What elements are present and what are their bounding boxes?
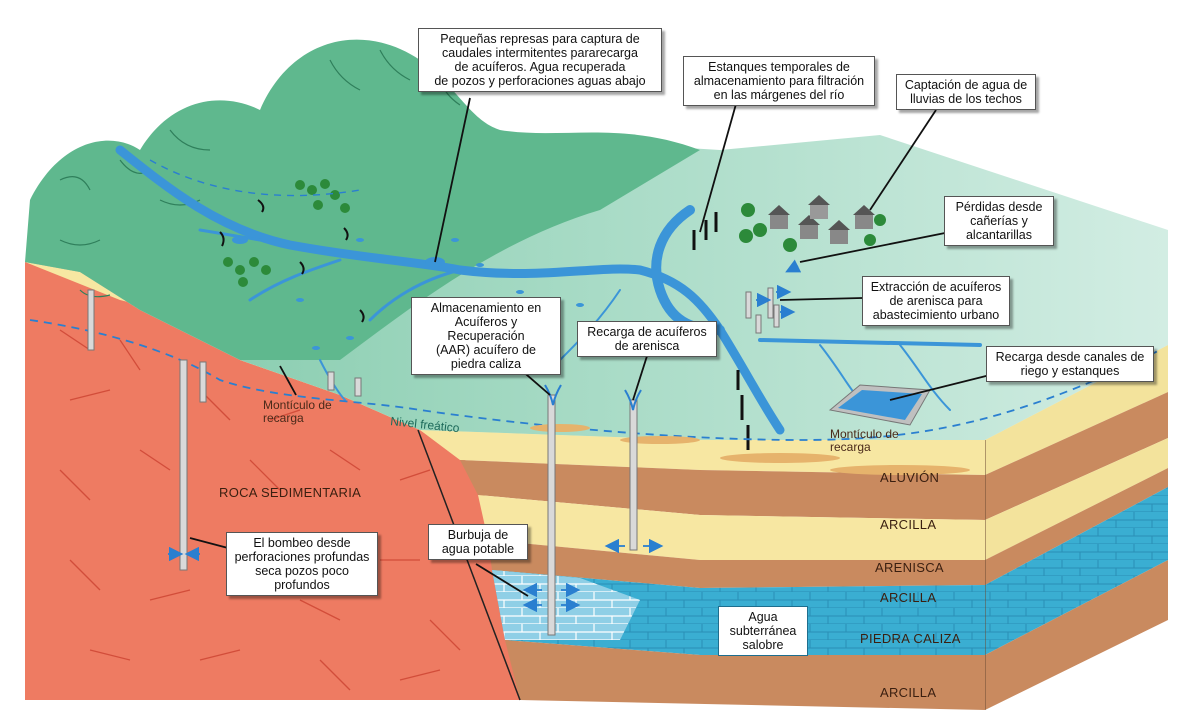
callout-deep-pumping: El bombeo desde perforaciones profundas … <box>226 532 378 596</box>
label-clay1: ARCILLA <box>880 517 936 532</box>
callout-bubble: Burbuja de agua potable <box>428 524 528 560</box>
callout-temp-ponds: Estanques temporales de almacenamiento p… <box>683 56 875 106</box>
callout-sandstone-recharge: Recarga de acuíferos de arenisca <box>577 321 717 357</box>
callout-aar: Almacenamiento en Acuíferos y Recuperaci… <box>411 297 561 375</box>
label-sedimentary-rock: ROCA SEDIMENTARIA <box>219 485 361 500</box>
label-clay3: ARCILLA <box>880 685 936 700</box>
callout-pipe-losses: Pérdidas desde cañerías y alcantarillas <box>944 196 1054 246</box>
callout-small-dams: Pequeñas represas para captura de caudal… <box>418 28 662 92</box>
callout-canal-recharge: Recarga desde canales de riego y estanqu… <box>986 346 1154 382</box>
callout-roof-capture: Captación de agua de lluvias de los tech… <box>896 74 1036 110</box>
callout-brackish: Agua subterránea salobre <box>718 606 808 656</box>
label-alluvium: ALUVIÓN <box>880 470 939 485</box>
label-limestone: PIEDRA CALIZA <box>860 631 961 646</box>
callout-sandstone-extraction: Extracción de acuíferos de arenisca para… <box>862 276 1010 326</box>
label-clay2: ARCILLA <box>880 590 936 605</box>
label-sandstone: ARENISCA <box>875 560 944 575</box>
